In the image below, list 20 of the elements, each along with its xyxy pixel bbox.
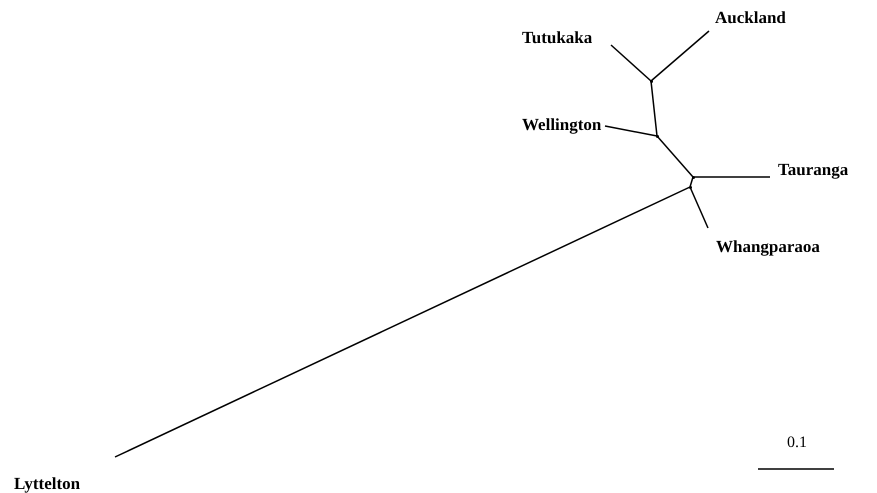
tree-branch	[650, 80, 658, 136]
taxon-label: Lyttelton	[14, 474, 80, 493]
scale-label: 0.1	[787, 434, 807, 452]
taxon-label: Tauranga	[778, 160, 848, 180]
tree-branch	[689, 176, 694, 188]
taxon-label: Whangparaoa	[716, 237, 820, 257]
branch-node	[656, 134, 658, 138]
tree-branch	[693, 176, 770, 178]
tree-branch	[114, 186, 690, 458]
taxon-label: Tutukaka	[522, 28, 592, 48]
branch-node	[650, 80, 652, 82]
taxon-label: Auckland	[715, 8, 786, 28]
tree-branch	[604, 125, 658, 137]
tree-branch	[610, 44, 652, 82]
branch-node	[688, 186, 692, 188]
taxon-label: Wellington	[522, 115, 602, 135]
tree-branch	[689, 186, 709, 228]
tree-branch	[650, 30, 710, 82]
branch-node	[692, 176, 694, 178]
tree-branch	[656, 136, 694, 178]
